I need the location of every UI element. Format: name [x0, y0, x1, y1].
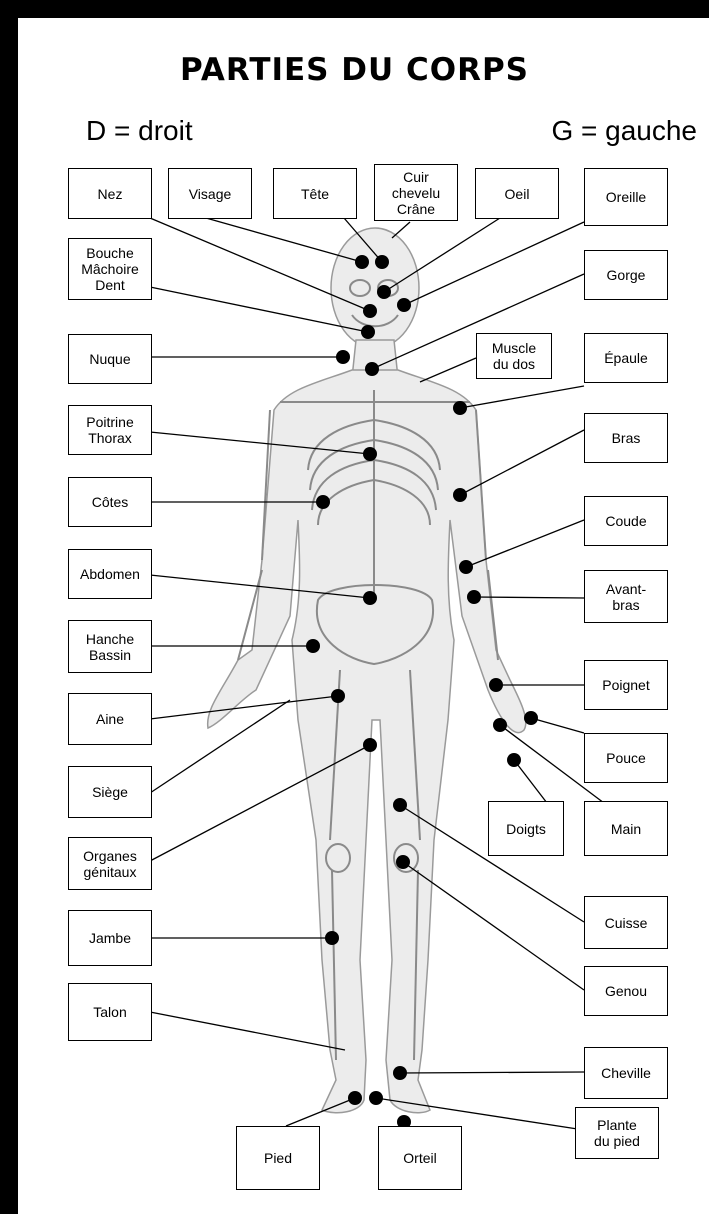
- label-jambe: Jambe: [68, 910, 152, 966]
- label-cheville: Cheville: [584, 1047, 668, 1099]
- label-visage: Visage: [168, 168, 252, 219]
- label-avant-bras: Avant- bras: [584, 570, 668, 623]
- label-genou: Genou: [584, 966, 668, 1016]
- label-cuir-chevelu: Cuir chevelu Crâne: [374, 164, 458, 221]
- label-epaule: Épaule: [584, 333, 668, 383]
- label-organes-genitaux: Organes génitaux: [68, 837, 152, 890]
- label-nez: Nez: [68, 168, 152, 219]
- label-muscle-du-dos: Muscle du dos: [476, 333, 552, 379]
- label-poignet: Poignet: [584, 660, 668, 710]
- label-bouche: Bouche Mâchoire Dent: [68, 238, 152, 300]
- label-abdomen: Abdomen: [68, 549, 152, 599]
- label-cotes: Côtes: [68, 477, 152, 527]
- label-gorge: Gorge: [584, 250, 668, 300]
- label-pied: Pied: [236, 1126, 320, 1190]
- label-plante-du-pied: Plante du pied: [575, 1107, 659, 1159]
- label-pouce: Pouce: [584, 733, 668, 783]
- label-coude: Coude: [584, 496, 668, 546]
- label-orteil: Orteil: [378, 1126, 462, 1190]
- label-aine: Aine: [68, 693, 152, 745]
- label-main: Main: [584, 801, 668, 856]
- label-talon: Talon: [68, 983, 152, 1041]
- label-hanche: Hanche Bassin: [68, 620, 152, 673]
- label-poitrine: Poitrine Thorax: [68, 405, 152, 455]
- label-bras: Bras: [584, 413, 668, 463]
- label-tete: Tête: [273, 168, 357, 219]
- label-nuque: Nuque: [68, 334, 152, 384]
- label-oeil: Oeil: [475, 168, 559, 219]
- label-siege: Siège: [68, 766, 152, 818]
- label-oreille: Oreille: [584, 168, 668, 226]
- label-cuisse: Cuisse: [584, 896, 668, 949]
- label-doigts: Doigts: [488, 801, 564, 856]
